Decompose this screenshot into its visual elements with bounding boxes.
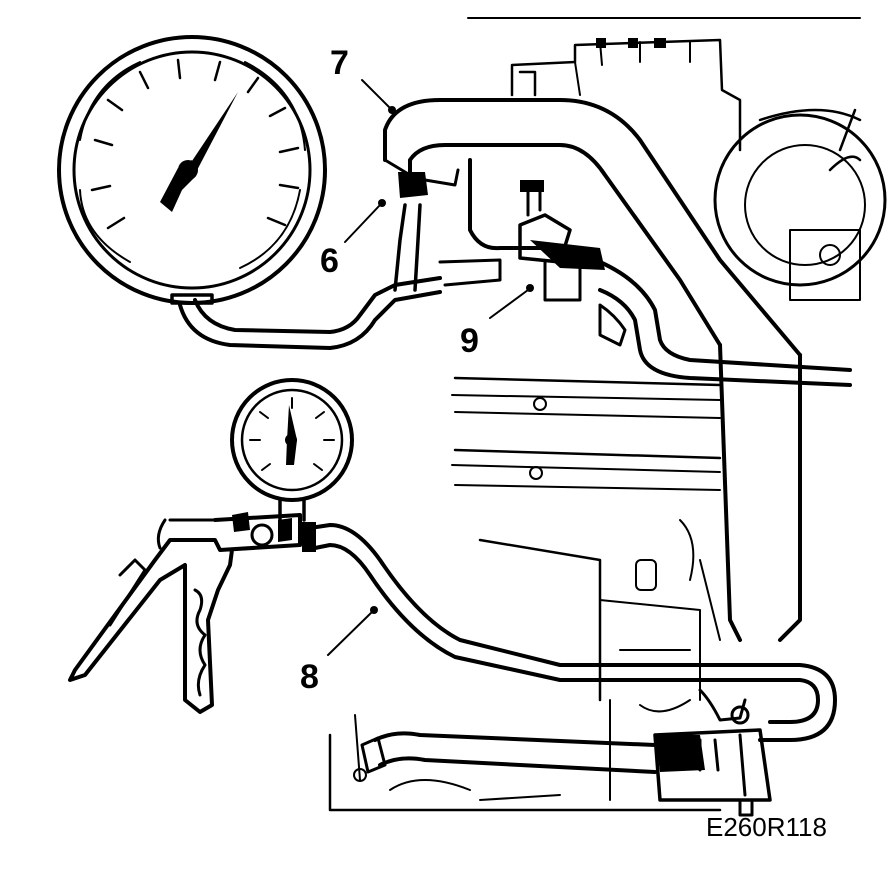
callout-label-9: 9 — [460, 322, 479, 360]
callout-7: 7 — [330, 44, 396, 114]
turbo-inlet-pipe — [383, 98, 802, 642]
callout-label-8: 8 — [300, 658, 319, 696]
hand-pump-gauge — [230, 378, 354, 522]
pump-hose-8 — [302, 522, 837, 742]
callout-label-6: 6 — [320, 242, 339, 280]
gauge-hose-6 — [178, 168, 460, 350]
callout-label-7: 7 — [330, 44, 349, 82]
manifold-connection-fitting — [438, 180, 627, 347]
pressure-gauge-large — [57, 35, 327, 305]
callout-8: 8 — [300, 606, 378, 696]
hand-pump-body — [68, 512, 302, 714]
callout-6: 6 — [320, 199, 386, 280]
wastegate-actuator — [653, 688, 772, 817]
figure-code: E260R118 — [706, 812, 827, 842]
engine-block-illustration — [328, 17, 887, 812]
lower-hose — [360, 731, 657, 774]
intercooler-hose — [468, 158, 852, 387]
callout-9: 9 — [460, 284, 534, 360]
